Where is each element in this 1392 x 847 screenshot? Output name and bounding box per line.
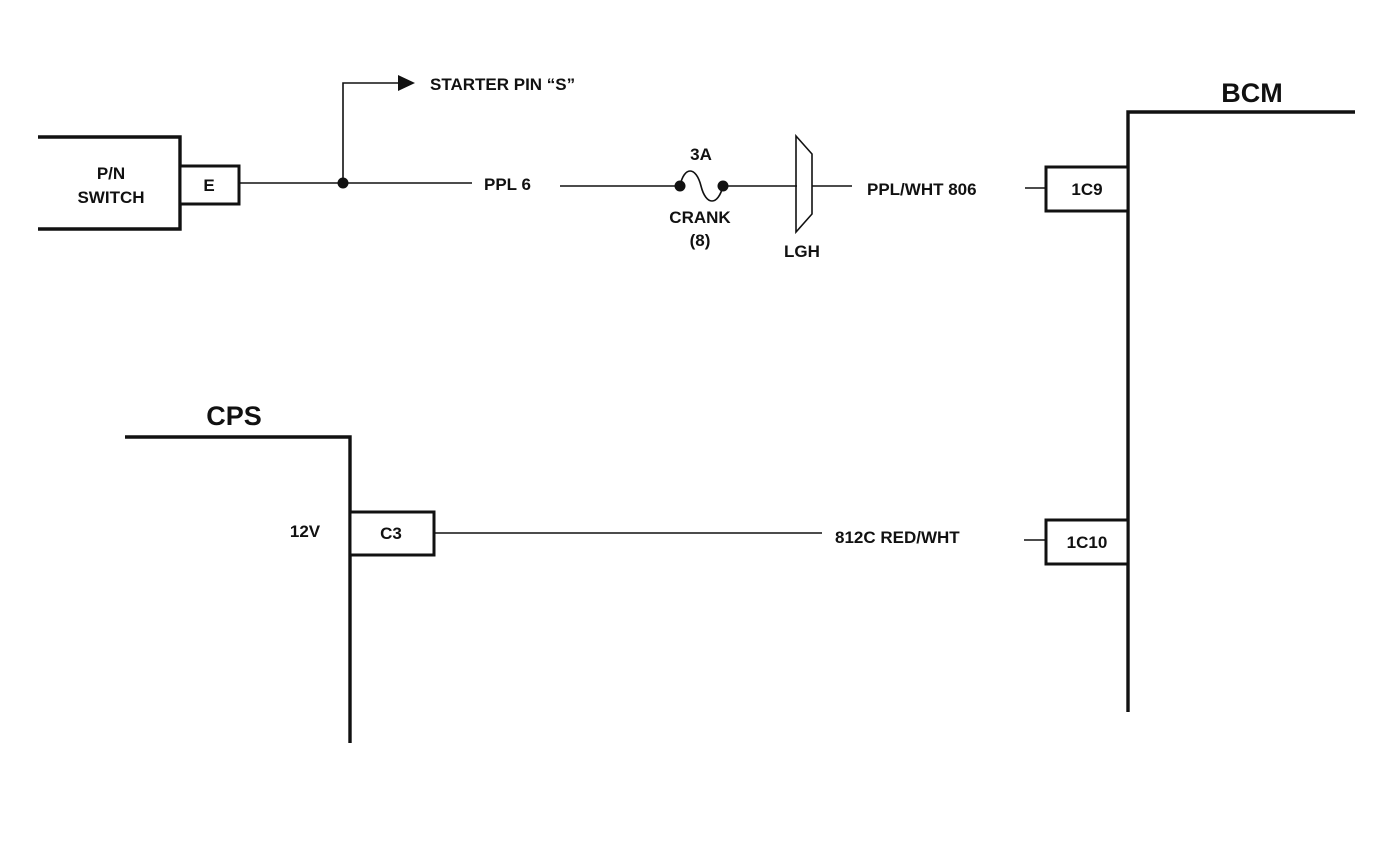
cps-pin-c3-box	[348, 510, 436, 557]
ppl6-wire-label: PPL 6	[484, 175, 531, 194]
crank-fuse: 3A CRANK (8)	[669, 145, 731, 250]
lgh-connector: LGH	[784, 133, 820, 261]
arrow-icon	[398, 75, 415, 91]
pn-switch: P/N SWITCH E	[38, 135, 241, 231]
bcm-pin-1c9-box	[1044, 165, 1130, 213]
bcm-outline	[1126, 110, 1355, 712]
wire-to-starter	[342, 82, 402, 183]
fuse-name: CRANK	[669, 208, 731, 227]
bcm-pin-1c9-label: 1C9	[1071, 180, 1102, 199]
cps-pin-c3-label: C3	[380, 524, 402, 543]
bcm-pin-1c10-box	[1044, 518, 1130, 566]
cps-module: CPS 12V C3	[125, 401, 436, 743]
cps-voltage-label: 12V	[290, 522, 321, 541]
bcm-label: BCM	[1221, 78, 1283, 108]
ppl-wht-wire-label: PPL/WHT 806	[867, 180, 977, 199]
fuse-element	[679, 170, 724, 202]
starter-pin-label: STARTER PIN “S”	[430, 75, 575, 94]
pn-switch-label-line1: P/N	[97, 164, 125, 183]
top-circuit: STARTER PIN “S” PPL 6 3A CRANK (8) LGH P…	[239, 75, 1046, 261]
pn-switch-label-line2: SWITCH	[77, 188, 144, 207]
pn-switch-pin-box	[178, 164, 241, 206]
pn-switch-pin-label: E	[203, 176, 214, 195]
fuse-rating: 3A	[690, 145, 712, 164]
red-wht-wire-label: 812C RED/WHT	[835, 528, 960, 547]
bottom-circuit: 812C RED/WHT	[434, 528, 1046, 547]
bcm-pin-1c10-label: 1C10	[1067, 533, 1108, 552]
fuse-number: (8)	[690, 231, 711, 250]
inline-connector-symbol	[795, 133, 813, 235]
connector-name: LGH	[784, 242, 820, 261]
cps-outline	[125, 435, 352, 743]
bcm-module: BCM 1C9 1C10	[1044, 78, 1355, 712]
cps-label: CPS	[206, 401, 262, 431]
